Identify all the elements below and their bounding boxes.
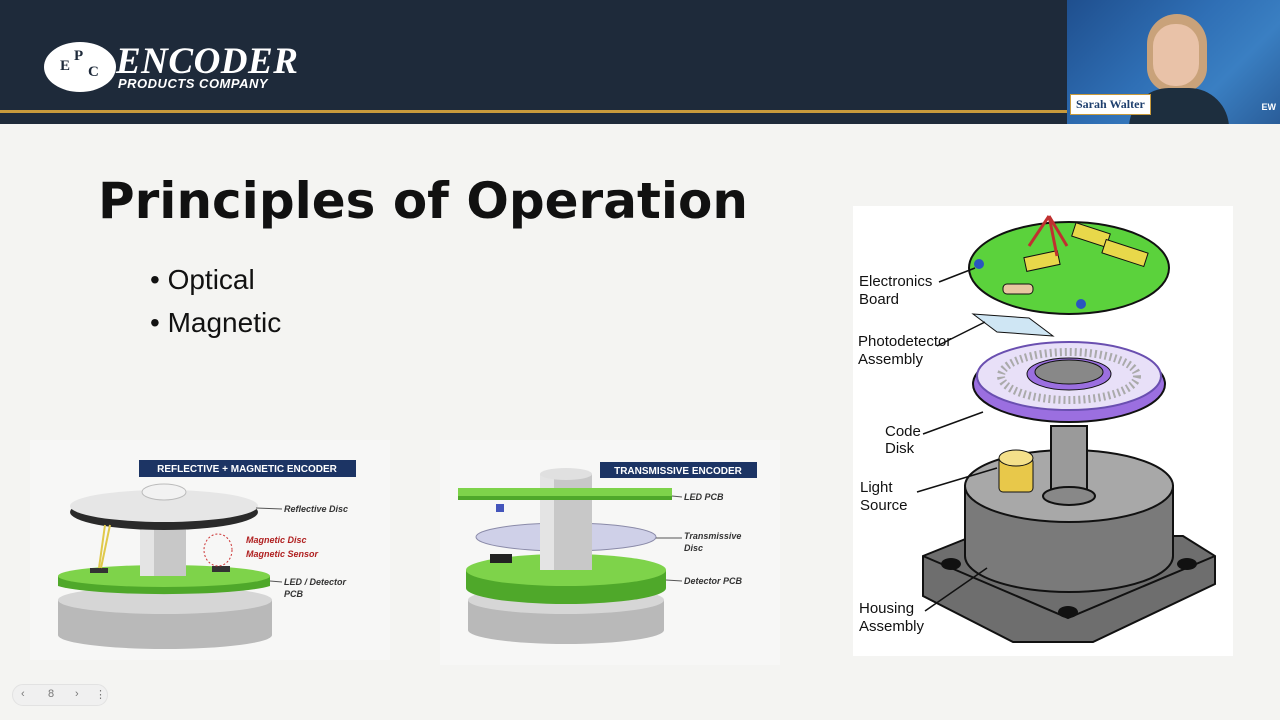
video-corner-mark: EW <box>1261 102 1277 112</box>
logo-letter-c: C <box>88 64 99 80</box>
label-pcb: PCB <box>284 589 304 599</box>
logo-emblem: E P C <box>44 42 116 92</box>
exploded-encoder-diagram: Electronics Board Photodetector Assembly… <box>853 206 1233 656</box>
presenter-name-tag: Sarah Walter <box>1070 94 1151 115</box>
electronics-board <box>968 221 1170 315</box>
transmissive-encoder-diagram: TRANSMISSIVE ENCODER LED PCB Transmissiv… <box>440 440 780 665</box>
reflective-magnetic-encoder-diagram: REFLECTIVE + MAGNETIC ENCODER Reflective… <box>30 440 390 660</box>
transmissive-title-box <box>600 462 757 478</box>
chevron-right-icon[interactable]: › <box>75 688 79 700</box>
bullet-list: • Optical • Magnetic <box>150 260 281 346</box>
page-number: 8 <box>48 688 55 700</box>
label-housing-assembly: Assembly <box>859 618 925 635</box>
reflective-title: REFLECTIVE + MAGNETIC ENCODER <box>157 464 338 475</box>
label-photodetector: Photodetector <box>858 333 951 350</box>
more-vertical-icon[interactable]: ⋮ <box>95 689 106 701</box>
logo-wordmark: ENCODER <box>116 41 299 82</box>
label-magnetic-disc: Magnetic Disc <box>246 535 307 545</box>
label-housing: Housing <box>859 600 914 617</box>
logo-subtitle: PRODUCTS COMPANY <box>118 76 269 91</box>
label-magnetic-sensor: Magnetic Sensor <box>246 549 319 559</box>
transmissive-title: TRANSMISSIVE ENCODER <box>614 466 743 477</box>
label-light: Light <box>860 479 893 496</box>
label-board: Board <box>859 291 899 308</box>
slide-header-bar: E P C ENCODER PRODUCTS COMPANY <box>0 0 1280 124</box>
label-led-detector: LED / Detector <box>284 577 347 587</box>
chevron-left-icon[interactable]: ‹ <box>21 688 25 700</box>
base-cylinder <box>58 600 272 649</box>
logo-letter-p: P <box>74 48 84 64</box>
company-logo: E P C ENCODER PRODUCTS COMPANY <box>44 40 304 96</box>
label-electronics: Electronics <box>859 273 932 290</box>
label-detector-pcb: Detector PCB <box>684 576 743 586</box>
label-reflective-disc: Reflective Disc <box>284 504 348 514</box>
bullet-magnetic: • Magnetic <box>150 307 282 338</box>
label-disk: Disk <box>885 440 915 457</box>
label-photodetector-assembly: Assembly <box>858 351 924 368</box>
label-disc: Disc <box>684 543 703 553</box>
label-led-pcb: LED PCB <box>684 492 724 502</box>
slide-title: Principles of Operation <box>98 172 748 230</box>
presenter-video[interactable]: Sarah Walter EW <box>1067 0 1280 124</box>
photodetector-assembly <box>971 313 1055 337</box>
label-source: Source <box>860 497 908 514</box>
label-code: Code <box>885 423 921 440</box>
slide-navigation: ‹ 8 › ⋮ <box>12 684 108 706</box>
presenter-face <box>1153 24 1199 86</box>
reflective-title-box <box>139 460 356 477</box>
header-accent-rule <box>0 110 1068 113</box>
label-transmissive: Transmissive <box>684 531 741 541</box>
logo-letter-e: E <box>60 58 71 74</box>
bullet-optical: • Optical <box>150 264 255 295</box>
